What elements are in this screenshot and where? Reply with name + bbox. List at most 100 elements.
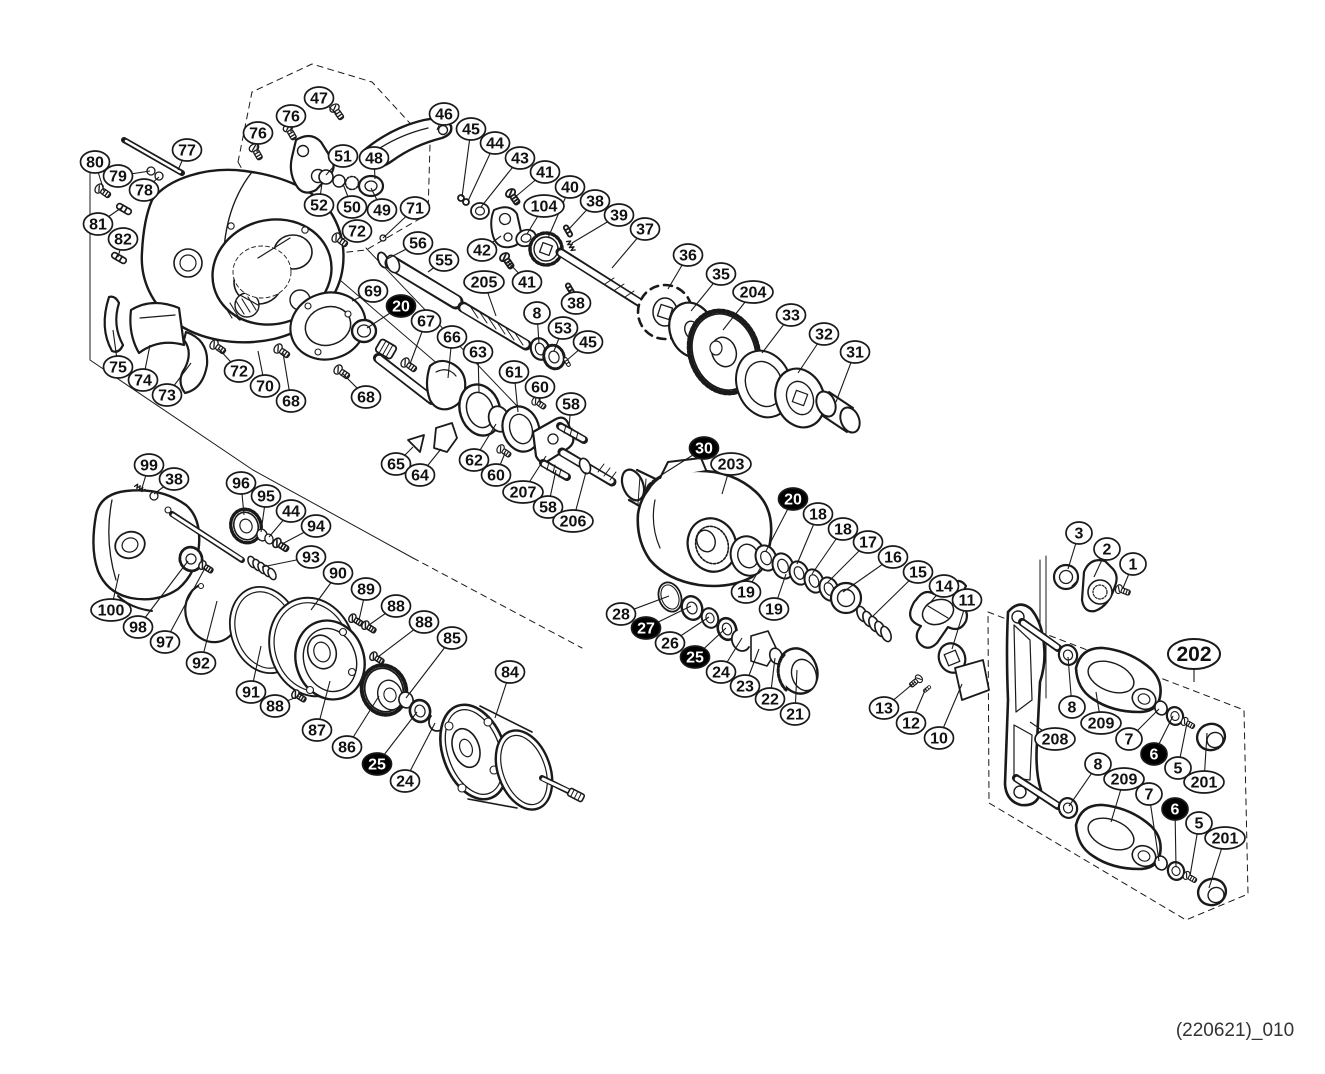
callout-1[interactable]: 1 — [1119, 552, 1147, 576]
callout-76[interactable]: 76 — [242, 121, 274, 145]
callout-6[interactable]: 6 — [1140, 742, 1168, 766]
callout-19[interactable]: 19 — [758, 597, 790, 621]
callout-24[interactable]: 24 — [705, 660, 737, 684]
callout-56[interactable]: 56 — [402, 231, 434, 255]
callout-17[interactable]: 17 — [852, 530, 884, 554]
callout-14[interactable]: 14 — [928, 574, 960, 598]
callout-20[interactable]: 20 — [385, 294, 417, 318]
callout-44[interactable]: 44 — [479, 131, 511, 155]
callout-44[interactable]: 44 — [275, 499, 307, 523]
callout-38[interactable]: 38 — [579, 189, 611, 213]
callout-69[interactable]: 69 — [357, 279, 389, 303]
callout-7[interactable]: 7 — [1135, 782, 1163, 806]
callout-55[interactable]: 55 — [428, 248, 460, 272]
callout-38[interactable]: 38 — [158, 467, 190, 491]
callout-20[interactable]: 20 — [777, 487, 809, 511]
callout-60[interactable]: 60 — [480, 463, 512, 487]
callout-27[interactable]: 27 — [630, 616, 662, 640]
callout-5[interactable]: 5 — [1185, 811, 1213, 835]
callout-100[interactable]: 100 — [90, 598, 132, 622]
callout-23[interactable]: 23 — [729, 674, 761, 698]
callout-85[interactable]: 85 — [436, 626, 468, 650]
callout-45[interactable]: 45 — [572, 330, 604, 354]
callout-48[interactable]: 48 — [358, 146, 390, 170]
callout-89[interactable]: 89 — [350, 577, 382, 601]
callout-68[interactable]: 68 — [275, 389, 307, 413]
callout-19[interactable]: 19 — [730, 580, 762, 604]
callout-8[interactable]: 8 — [523, 301, 551, 325]
callout-88[interactable]: 88 — [259, 694, 291, 718]
callout-90[interactable]: 90 — [322, 561, 354, 585]
callout-21[interactable]: 21 — [779, 702, 811, 726]
callout-74[interactable]: 74 — [127, 368, 159, 392]
callout-81[interactable]: 81 — [82, 212, 114, 236]
callout-201[interactable]: 201 — [1204, 826, 1246, 850]
callout-203[interactable]: 203 — [710, 452, 752, 476]
callout-32[interactable]: 32 — [808, 322, 840, 346]
callout-62[interactable]: 62 — [458, 448, 490, 472]
callout-207[interactable]: 207 — [502, 480, 544, 504]
callout-25[interactable]: 25 — [361, 752, 393, 776]
callout-58[interactable]: 58 — [555, 392, 587, 416]
callout-58[interactable]: 58 — [532, 495, 564, 519]
callout-67[interactable]: 67 — [410, 309, 442, 333]
callout-41[interactable]: 41 — [529, 160, 561, 184]
callout-38[interactable]: 38 — [560, 291, 592, 315]
callout-61[interactable]: 61 — [498, 360, 530, 384]
callout-95[interactable]: 95 — [250, 484, 282, 508]
callout-209[interactable]: 209 — [1080, 711, 1122, 735]
callout-94[interactable]: 94 — [300, 514, 332, 538]
callout-49[interactable]: 49 — [366, 198, 398, 222]
callout-91[interactable]: 91 — [235, 680, 267, 704]
callout-93[interactable]: 93 — [295, 545, 327, 569]
callout-28[interactable]: 28 — [605, 602, 637, 626]
callout-66[interactable]: 66 — [436, 325, 468, 349]
callout-92[interactable]: 92 — [185, 651, 217, 675]
callout-30[interactable]: 30 — [688, 436, 720, 460]
callout-25[interactable]: 25 — [679, 645, 711, 669]
callout-73[interactable]: 73 — [151, 383, 183, 407]
callout-77[interactable]: 77 — [171, 138, 203, 162]
callout-98[interactable]: 98 — [122, 615, 154, 639]
callout-37[interactable]: 37 — [629, 217, 661, 241]
callout-78[interactable]: 78 — [128, 178, 160, 202]
callout-96[interactable]: 96 — [225, 471, 257, 495]
callout-46[interactable]: 46 — [428, 102, 460, 126]
callout-97[interactable]: 97 — [149, 630, 181, 654]
callout-5[interactable]: 5 — [1164, 756, 1192, 780]
callout-12[interactable]: 12 — [895, 711, 927, 735]
callout-104[interactable]: 104 — [523, 194, 565, 218]
callout-10[interactable]: 10 — [923, 726, 955, 750]
callout-53[interactable]: 53 — [547, 316, 579, 340]
callout-88[interactable]: 88 — [408, 610, 440, 634]
callout-99[interactable]: 99 — [133, 453, 165, 477]
callout-15[interactable]: 15 — [902, 560, 934, 584]
callout-35[interactable]: 35 — [705, 262, 737, 286]
callout-13[interactable]: 13 — [868, 696, 900, 720]
callout-63[interactable]: 63 — [462, 340, 494, 364]
callout-36[interactable]: 36 — [672, 243, 704, 267]
callout-18[interactable]: 18 — [802, 502, 834, 526]
callout-18[interactable]: 18 — [827, 517, 859, 541]
callout-7[interactable]: 7 — [1115, 727, 1143, 751]
callout-40[interactable]: 40 — [554, 175, 586, 199]
callout-205[interactable]: 205 — [463, 270, 505, 294]
callout-206[interactable]: 206 — [552, 509, 594, 533]
callout-87[interactable]: 87 — [301, 718, 333, 742]
callout-65[interactable]: 65 — [380, 452, 412, 476]
callout-72[interactable]: 72 — [223, 359, 255, 383]
callout-22[interactable]: 22 — [754, 687, 786, 711]
callout-208[interactable]: 208 — [1034, 727, 1076, 751]
callout-42[interactable]: 42 — [466, 238, 498, 262]
callout-82[interactable]: 82 — [107, 227, 139, 251]
callout-11[interactable]: 11 — [951, 588, 983, 612]
callout-39[interactable]: 39 — [603, 203, 635, 227]
callout-43[interactable]: 43 — [504, 146, 536, 170]
callout-64[interactable]: 64 — [404, 463, 436, 487]
callout-8[interactable]: 8 — [1084, 752, 1112, 776]
callout-51[interactable]: 51 — [327, 144, 359, 168]
callout-201[interactable]: 201 — [1183, 770, 1225, 794]
callout-70[interactable]: 70 — [249, 374, 281, 398]
callout-86[interactable]: 86 — [331, 735, 363, 759]
callout-33[interactable]: 33 — [775, 303, 807, 327]
